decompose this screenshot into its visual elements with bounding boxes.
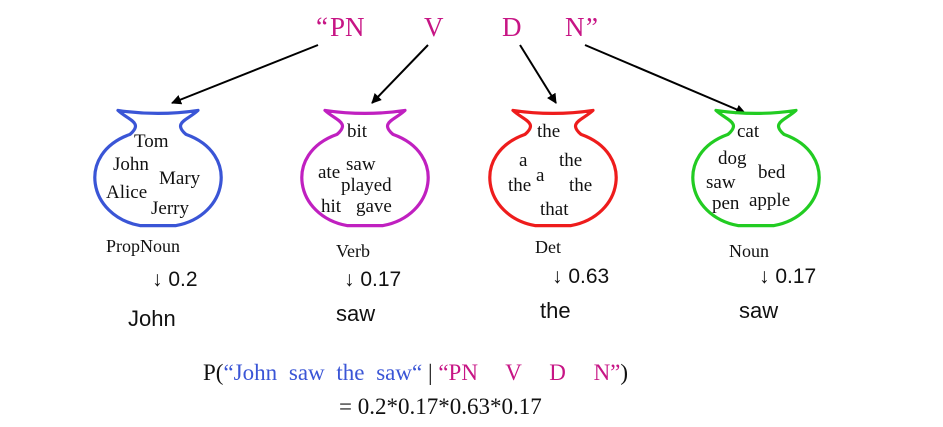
formula-suffix: ) (620, 360, 629, 385)
urn-word: apple (749, 190, 791, 211)
urn-word: Tom (134, 131, 169, 152)
urn-word: Alice (106, 182, 148, 203)
tag-d: D (502, 12, 522, 42)
formula-word-sequence: “John saw the saw“ (223, 360, 423, 385)
urn-verb (300, 108, 430, 228)
urn-propnoun (93, 108, 223, 228)
arrow-v-to-verb (371, 44, 429, 104)
probability-formula: P(“John saw the saw“ | “PN V D N”) (203, 360, 628, 386)
down-arrow-icon: ↓ (344, 268, 355, 291)
urn-word: a (519, 150, 528, 171)
tag-v: V (424, 12, 444, 42)
emission-prob-propnoun: 0.2 (168, 268, 198, 291)
urn-word: the (559, 150, 583, 171)
urn-word: saw (706, 172, 736, 193)
emission-prob-verb: 0.17 (360, 268, 402, 291)
down-arrow-icon: ↓ (759, 265, 770, 288)
tag-n: N (565, 12, 585, 42)
urn-word: Mary (159, 168, 201, 189)
tag-sequence-open-quote: “ (316, 12, 328, 42)
emitted-word-verb: saw (336, 301, 376, 326)
formula-tag-sequence: “PN V D N” (438, 360, 621, 385)
down-arrow-icon: ↓ (152, 268, 163, 291)
probability-product: = 0.2*0.17*0.63*0.17 (339, 394, 542, 419)
arrow-pn-to-propnoun (171, 44, 319, 105)
formula-given-bar: | (427, 360, 433, 385)
urn-word: saw (346, 154, 376, 175)
emitted-word-det: the (540, 298, 571, 323)
arrow-d-to-det (519, 44, 557, 104)
urn-word: the (569, 175, 593, 196)
urn-word: a (536, 165, 545, 186)
arrow-n-to-noun (584, 44, 746, 115)
urn-det (488, 108, 618, 228)
tag-pn: PN (330, 12, 365, 42)
urn-word: bit (347, 121, 368, 142)
urn-word: that (540, 199, 569, 220)
urn-label-det: Det (535, 237, 561, 257)
emission-prob-det: 0.63 (568, 265, 610, 288)
tag-sequence-close-quote: ” (586, 12, 598, 42)
urn-word: gave (356, 196, 392, 217)
urn-label-propnoun: PropNoun (106, 236, 181, 256)
urn-noun (691, 108, 821, 228)
urn-word: hit (321, 196, 342, 217)
emitted-word-noun: saw (739, 298, 779, 323)
urn-word: the (537, 121, 561, 142)
urn-word: played (341, 175, 392, 196)
urn-word: pen (712, 193, 740, 214)
emission-prob-noun: 0.17 (775, 265, 817, 288)
urn-word: cat (737, 121, 760, 142)
urn-word: Jerry (151, 198, 189, 219)
urn-label-verb: Verb (336, 241, 370, 261)
urn-word: the (508, 175, 532, 196)
urn-label-noun: Noun (729, 241, 769, 261)
formula-prefix: P( (203, 360, 224, 385)
urn-word: John (113, 154, 149, 175)
urn-word: ate (318, 162, 341, 183)
down-arrow-icon: ↓ (552, 265, 563, 288)
urn-word: dog (718, 148, 747, 169)
urn-word: bed (758, 162, 786, 183)
emitted-word-propnoun: John (128, 306, 176, 331)
